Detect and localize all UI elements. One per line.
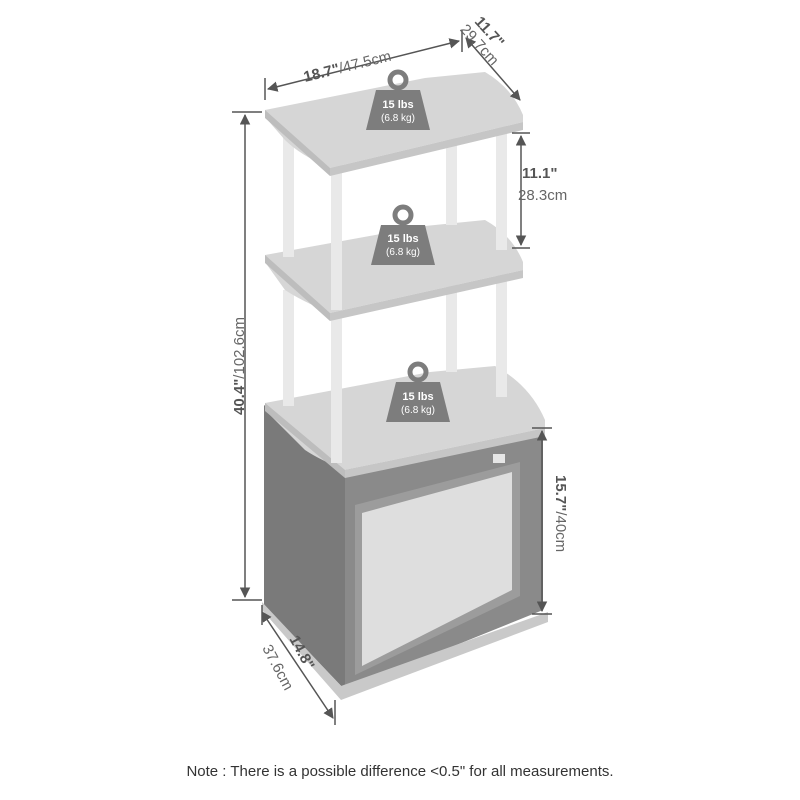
svg-text:28.3cm: 28.3cm (518, 187, 567, 204)
top-width-label: 18.7"/47.5cm (302, 48, 393, 86)
weight-top-kg: (6.8 kg) (381, 113, 415, 124)
weight-icon-bottom: 15 lbs (6.8 kg) (386, 361, 450, 422)
weight-top-lbs: 15 lbs (382, 99, 413, 111)
lower-poles (283, 262, 507, 463)
upper-poles (283, 115, 507, 310)
measurement-note: Note : There is a possible difference <0… (186, 763, 614, 780)
shelf-gap-label: 11.1" 28.3cm (518, 165, 567, 204)
cabinet-height-label: 15.7"/40cm (552, 475, 569, 552)
door-handle (493, 454, 505, 463)
cabinet-door-panel (362, 472, 512, 666)
weight-bottom-kg: (6.8 kg) (401, 405, 435, 416)
weight-middle-kg: (6.8 kg) (386, 247, 420, 258)
weight-middle-lbs: 15 lbs (387, 233, 418, 245)
weight-icon-top: 15 lbs (6.8 kg) (366, 69, 430, 130)
top-depth-label: 11.7" 29.7cm (456, 13, 507, 69)
weight-bottom-lbs: 15 lbs (402, 391, 433, 403)
middle-shelf (265, 220, 523, 321)
total-height-label: 40.4"/102.6cm (231, 317, 248, 415)
weight-icon-middle: 15 lbs (6.8 kg) (371, 204, 435, 265)
svg-text:11.1": 11.1" (522, 165, 557, 182)
dimension-lines (232, 30, 552, 725)
